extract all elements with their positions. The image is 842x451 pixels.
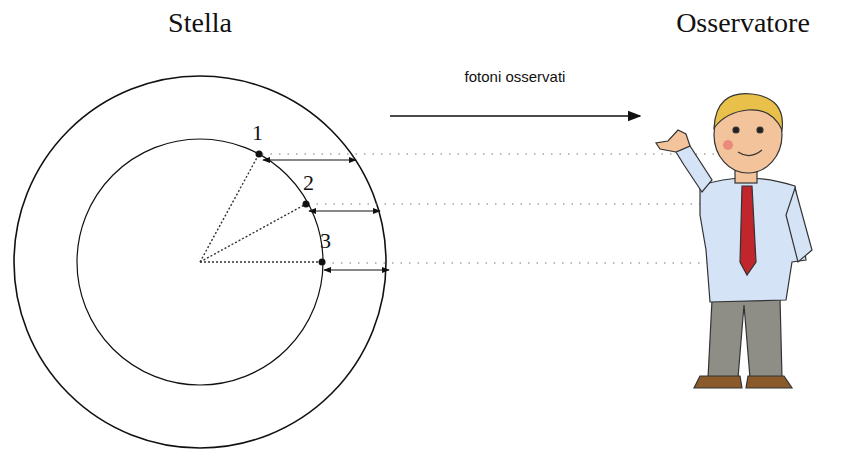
photon-paths: [262, 154, 720, 263]
callout-number: 3: [320, 230, 331, 252]
callout-number: 1: [252, 122, 263, 144]
node-heading: Osservatore: [650, 8, 836, 39]
radius-lines: [200, 154, 322, 262]
node-heading: Stella: [10, 8, 390, 39]
emission-points: [256, 151, 326, 266]
photon-arrow: [390, 115, 640, 117]
arrow-label: fotoni osservati: [462, 68, 569, 85]
star-node: Stella: [10, 8, 390, 448]
observer-node: Osservatore: [650, 8, 836, 398]
callout-number: 2: [303, 172, 314, 194]
emission-layer: [77, 139, 323, 385]
star-surface: [14, 76, 386, 448]
observer-figure: [656, 94, 812, 388]
path-length-arrows: [263, 160, 389, 270]
